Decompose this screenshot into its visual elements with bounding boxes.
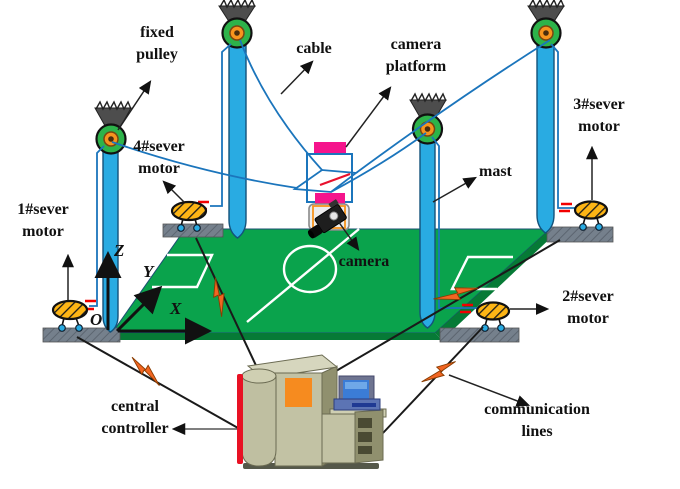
label-motor-3: 3#sever motor xyxy=(573,96,625,135)
cabinet-orange-panel xyxy=(285,378,312,407)
comm-line-3 xyxy=(335,239,561,372)
monitor-icon xyxy=(333,375,381,411)
arrow-communication-lines xyxy=(448,374,531,407)
arrow-mast xyxy=(432,176,477,203)
motor-3-body xyxy=(573,200,609,220)
label-z-axis: Z xyxy=(114,241,125,260)
arrow-cable xyxy=(280,60,314,95)
soccer-field xyxy=(111,228,556,340)
platform-pink-top xyxy=(314,142,346,153)
pc-tower-front xyxy=(321,413,356,464)
pulley-far-left-icon xyxy=(221,17,253,49)
label-mast: mast xyxy=(479,163,512,180)
camera-platform xyxy=(292,142,359,239)
coordinate-axes xyxy=(94,251,212,345)
bolt-icon-2 xyxy=(421,361,456,383)
arrow-camera xyxy=(337,220,360,251)
pulley-wheels xyxy=(95,17,562,155)
camera-icon xyxy=(307,199,347,239)
label-cable: cable xyxy=(296,40,332,57)
label-y-axis: Y xyxy=(143,262,154,281)
label-origin-o: O xyxy=(90,310,103,329)
motor-bodies xyxy=(51,200,609,321)
central-controller xyxy=(237,354,387,469)
bolt-icon-3 xyxy=(433,287,479,301)
platform-red-link xyxy=(319,172,351,187)
bolt-icon-1 xyxy=(131,356,160,387)
penalty-box-left xyxy=(152,253,214,289)
arrow-motor-4 xyxy=(162,180,185,203)
comm-line-2 xyxy=(382,326,484,434)
label-motor-1: 1#sever motor xyxy=(17,201,69,240)
center-circle xyxy=(282,244,338,294)
label-motor-4: 4#sever motor xyxy=(133,138,185,177)
pulley-far-right-icon xyxy=(530,17,562,49)
cable-near-left xyxy=(111,141,298,189)
y-axis xyxy=(115,285,163,333)
cable-far-right xyxy=(355,39,551,174)
center-line xyxy=(246,228,360,323)
arrow-camera-platform xyxy=(345,86,392,148)
base-4 xyxy=(162,223,224,238)
cable-drop-2 xyxy=(431,136,477,309)
fixed-pulleys xyxy=(94,0,565,155)
mast-far-left xyxy=(228,29,247,239)
cable-drop-1 xyxy=(89,145,105,307)
annotation-arrows xyxy=(62,60,598,435)
motor-2-body xyxy=(475,301,511,321)
mast-far-right xyxy=(536,29,555,234)
lightning-bolts xyxy=(131,277,479,387)
monitor-screen-glare xyxy=(345,382,367,389)
label-fixed-pulley: fixed pulley xyxy=(136,24,178,63)
label-motor-2: 2#sever motor xyxy=(562,288,614,327)
mast-near-right xyxy=(419,124,436,329)
label-camera-platform: camera platform xyxy=(385,36,447,75)
masts xyxy=(102,29,555,333)
label-camera: camera xyxy=(338,253,390,270)
platform-pink-bottom xyxy=(315,193,345,204)
tower-red-stripe xyxy=(237,374,243,464)
cable-drop-3 xyxy=(550,43,575,209)
tower-top-cap xyxy=(241,368,277,384)
keyboard-bar xyxy=(352,403,376,407)
cable-near-right xyxy=(330,132,427,193)
mount-teeth xyxy=(95,0,565,111)
cables xyxy=(89,39,575,309)
motor-4-body xyxy=(170,200,208,222)
label-x-axis: X xyxy=(170,299,182,318)
servo-motors xyxy=(51,200,609,332)
cable-drop-4 xyxy=(210,43,232,207)
bolt-icon-4 xyxy=(213,277,225,317)
base-2 xyxy=(439,327,520,343)
pc-tower-slots xyxy=(358,418,372,454)
arrow-fixed-pulley xyxy=(117,80,152,131)
tower-round xyxy=(241,375,277,467)
motor-1-body xyxy=(51,299,89,321)
motor-wheels xyxy=(58,223,603,332)
comm-line-4 xyxy=(195,237,261,375)
label-communication-lines: communication lines xyxy=(484,401,590,440)
cable-far-left xyxy=(239,39,323,171)
label-central-controller: central controller xyxy=(101,398,169,437)
platform-plate xyxy=(292,169,359,193)
